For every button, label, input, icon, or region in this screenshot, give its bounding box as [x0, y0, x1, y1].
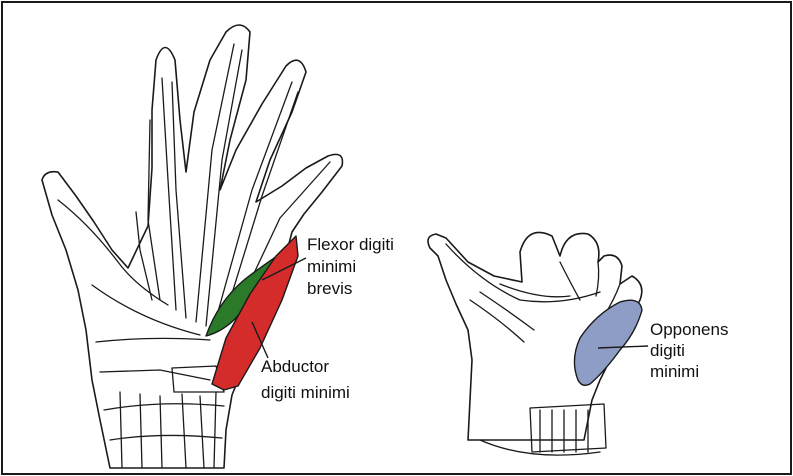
label-flexor-digiti-minimi-brevis: Flexor digiti minimi brevis	[307, 235, 399, 298]
label-flexor-line-1: Flexor digiti	[307, 235, 394, 254]
label-abductor-line-2: digiti minimi	[261, 383, 350, 402]
label-flexor-line-2: minimi	[307, 257, 356, 276]
label-opponens-line-2: digiti	[650, 341, 685, 360]
label-opponens-line-1: Opponens	[650, 320, 728, 339]
label-opponens-line-3: minimi	[650, 362, 699, 381]
label-flexor-line-3: brevis	[307, 279, 352, 298]
label-opponens-digiti-minimi: Opponens digiti minimi	[650, 320, 733, 381]
label-abductor-digiti-minimi: Abductor digiti minimi	[261, 357, 350, 402]
right-hand-drawing	[428, 232, 642, 455]
label-abductor-line-1: Abductor	[261, 357, 329, 376]
